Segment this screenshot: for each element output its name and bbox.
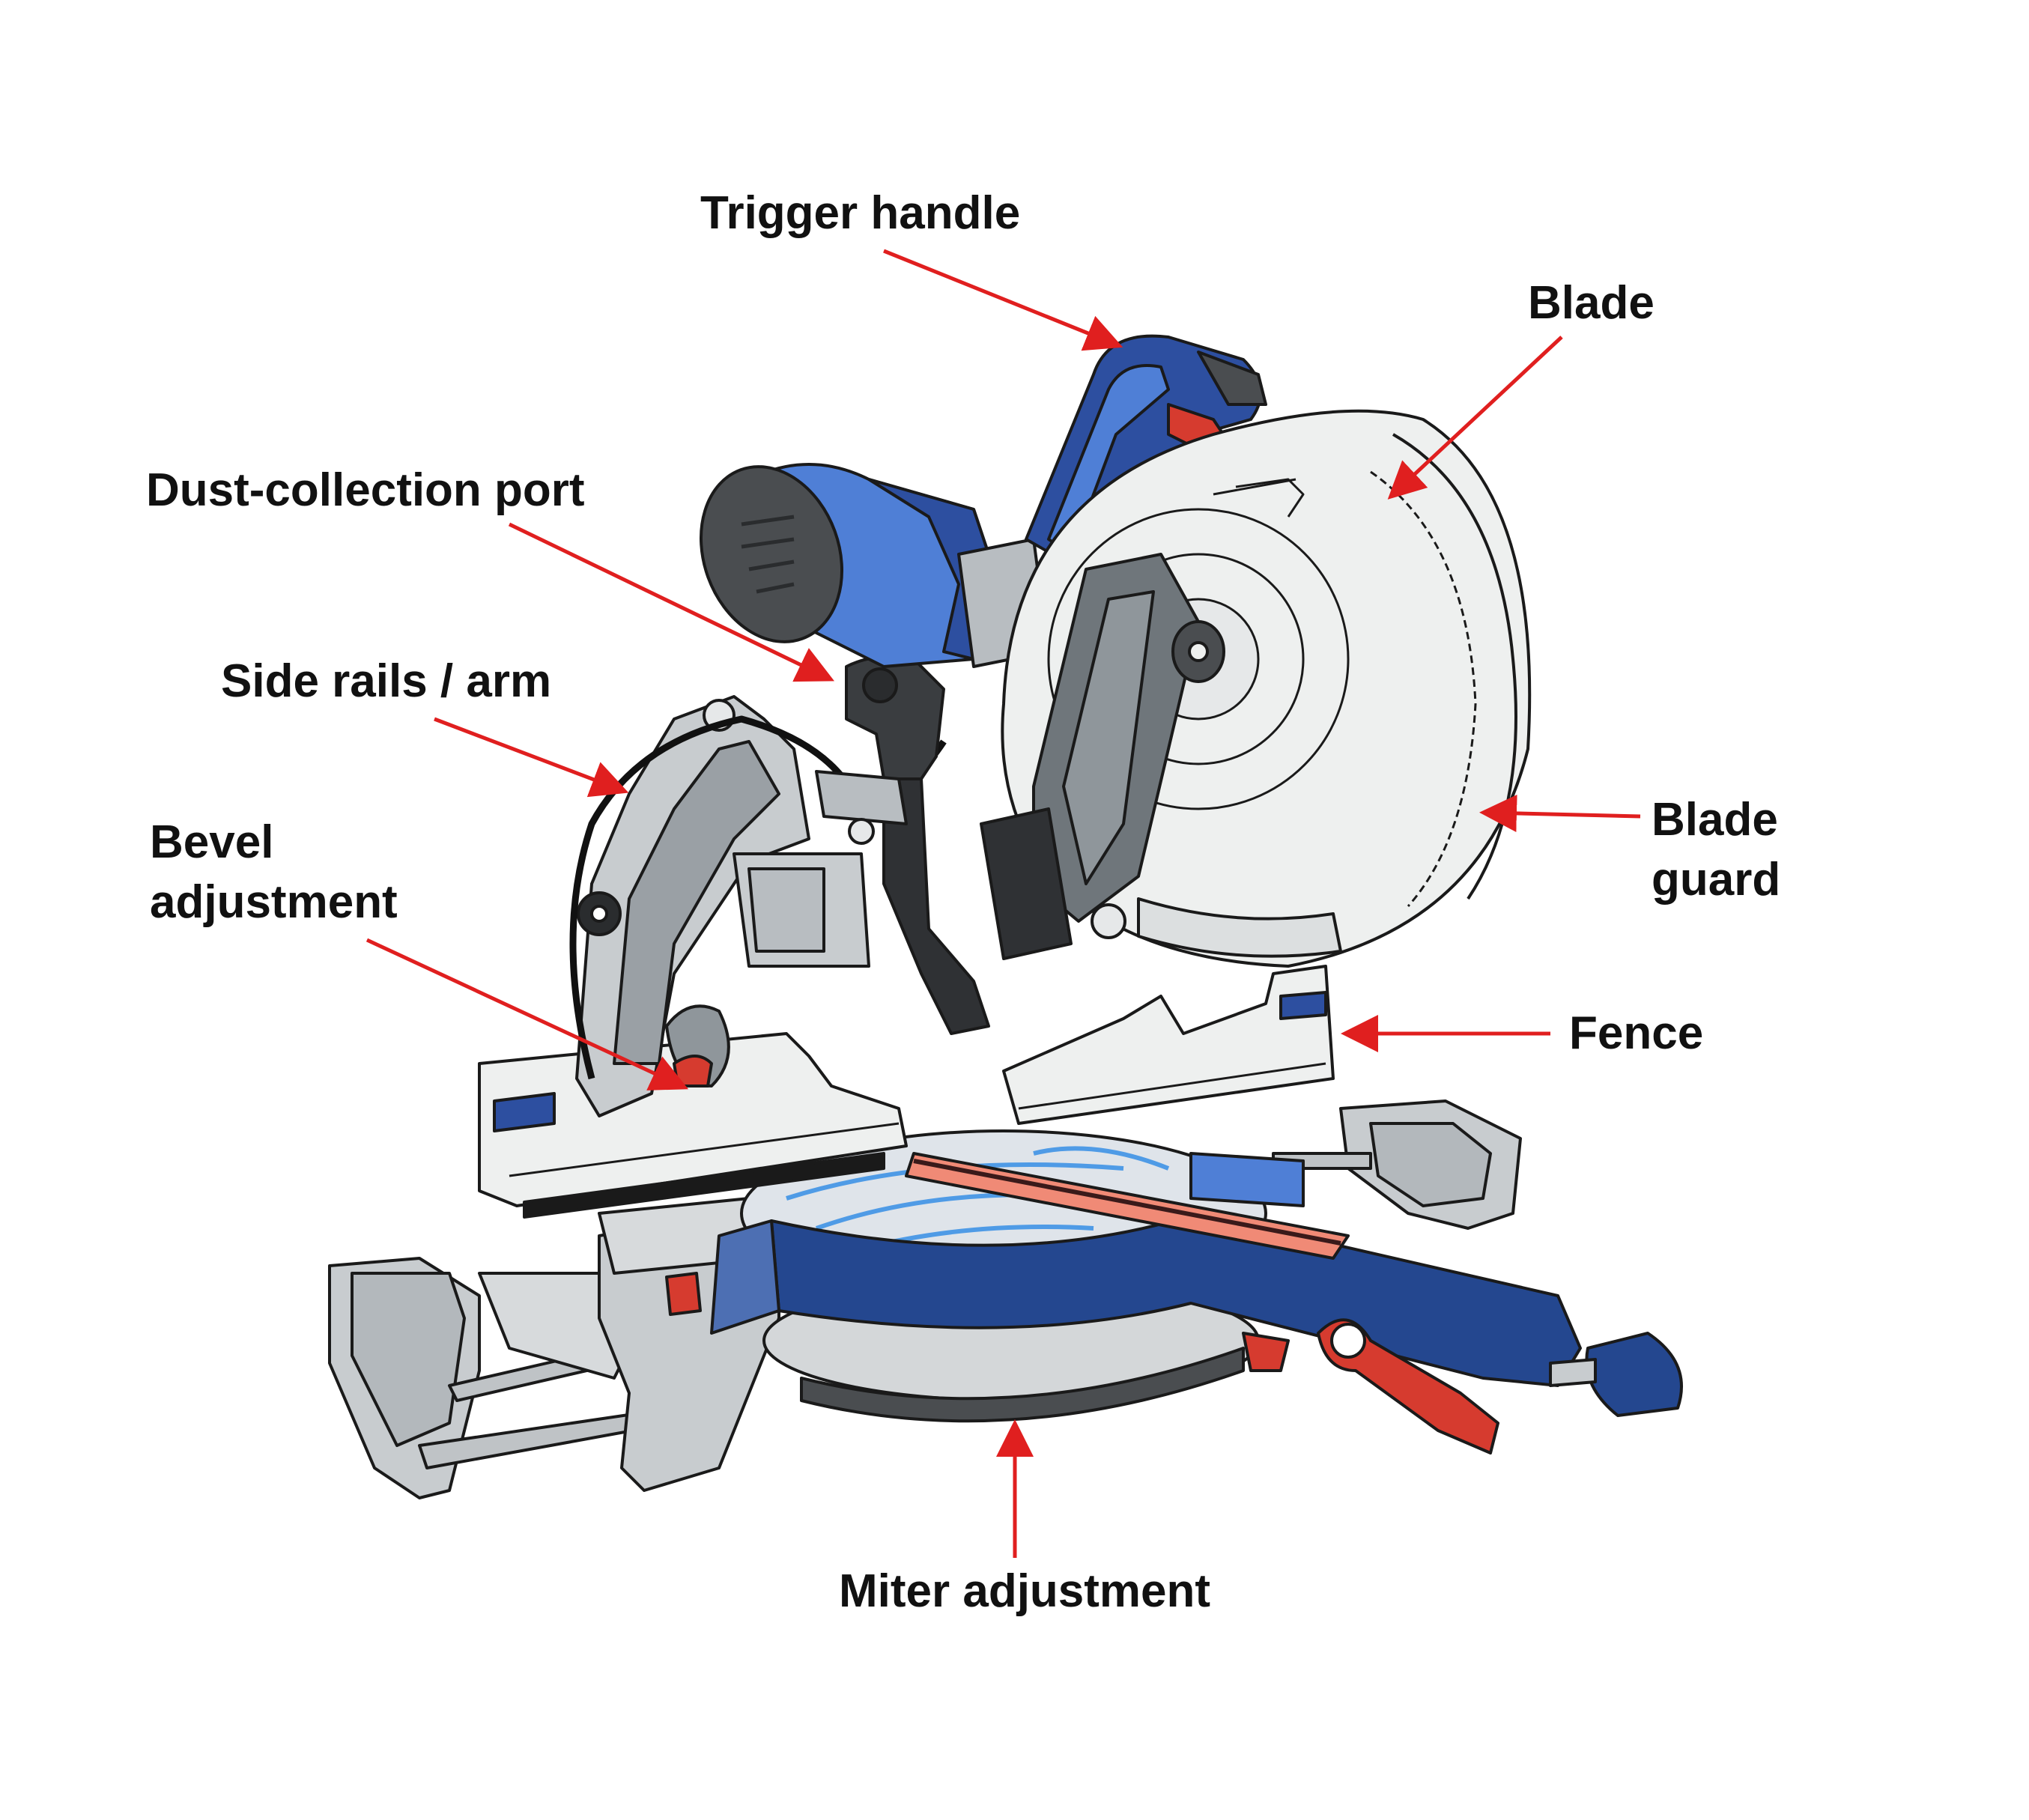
label-blade-text: Blade	[1528, 277, 1655, 329]
label-dust-port-text: Dust-collection port	[146, 464, 585, 516]
label-blade-guard-line1: Blade	[1652, 794, 1778, 846]
right-extension-wing	[1272, 1099, 1522, 1230]
blade-arrow	[1387, 336, 1563, 500]
label-fence-text: Fence	[1569, 1007, 1704, 1059]
label-trigger-handle-text: Trigger handle	[700, 187, 1021, 239]
miter-saw-illustration	[328, 334, 1683, 1499]
turntable-arm	[710, 1152, 1582, 1387]
bevel-arrow	[366, 938, 689, 1091]
label-dust-port: Dust-collection port	[146, 461, 585, 521]
label-bevel: Bevel adjustment	[150, 813, 398, 932]
bevel-column	[575, 695, 870, 1117]
trigger-handle-arrow	[883, 249, 1123, 351]
side-rails-arrow	[434, 717, 629, 798]
label-bevel-line1: Bevel	[150, 816, 274, 868]
label-miter: Miter adjustment	[839, 1562, 1210, 1622]
callout-arrows	[366, 249, 1641, 1558]
label-fence: Fence	[1569, 1004, 1703, 1064]
label-side-rails: Side rails / arm	[221, 652, 551, 712]
miter-lock-handle	[1242, 1318, 1499, 1455]
blade-guard-arrow	[1479, 794, 1641, 832]
label-side-rails-text: Side rails / arm	[221, 655, 552, 707]
label-bevel-line2: adjustment	[150, 876, 398, 928]
label-blade: Blade	[1528, 273, 1655, 333]
left-red-clamp	[665, 1272, 702, 1316]
right-fence	[1002, 965, 1335, 1125]
slide-knob	[1549, 1332, 1683, 1417]
label-trigger-handle: Trigger handle	[700, 183, 1020, 243]
blade-assembly	[980, 409, 1532, 968]
label-blade-guard: Blade guard	[1652, 790, 1780, 910]
label-miter-text: Miter adjustment	[839, 1565, 1211, 1617]
motor	[699, 463, 1050, 668]
label-blade-guard-line2: guard	[1652, 854, 1781, 906]
dust-port-arrow	[508, 522, 835, 682]
dust-port-part	[815, 655, 990, 1035]
